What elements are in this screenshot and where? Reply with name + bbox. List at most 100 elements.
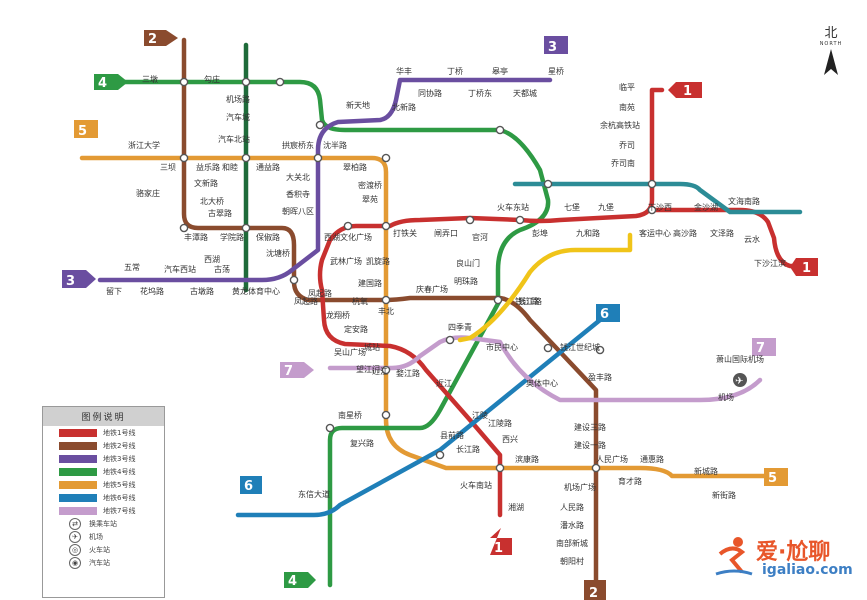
svg-text:✈: ✈ (735, 376, 743, 387)
station-label: 龙翔桥 (326, 310, 350, 320)
station-label: 余杭高铁站 (600, 120, 640, 130)
station-label: 乔司南 (611, 158, 635, 168)
station-label: 湘湖 (508, 502, 524, 512)
station-label: 九堡 (598, 202, 614, 212)
station-label: 通惠路 (640, 454, 664, 464)
station-label: 南部新城 (556, 538, 588, 548)
station-label: 南苑 (619, 102, 635, 112)
station-label: 钱江世纪城 (560, 342, 600, 352)
legend-swatch (59, 493, 97, 502)
station-label: 汽车城 (226, 112, 250, 122)
legend-line-item: 地铁5号线 (43, 478, 164, 491)
transfer-station-marker (381, 295, 391, 305)
svg-text:1: 1 (683, 84, 692, 99)
legend-icon-label: 换乘车站 (89, 519, 117, 528)
station-label: 火车东站 (497, 202, 529, 212)
station-label: 盈丰路 (588, 372, 612, 382)
line-flag-3-west: 3 (62, 270, 96, 289)
transfer-station-marker (179, 153, 189, 163)
station-label: 古墩路 (190, 286, 214, 296)
watermark-en: igaliao.com (762, 562, 853, 578)
station-label: 同协路 (418, 88, 442, 98)
station-label: 文新路 (194, 178, 218, 188)
transfer-station-marker (435, 450, 445, 460)
transfer-station-marker (343, 221, 353, 231)
line-1-track (317, 87, 665, 518)
station-label: 拱宸桥东 (282, 140, 314, 150)
legend-icon-item: ⇄ 换乘车站 (43, 517, 164, 530)
station-label: 县前路 (440, 430, 464, 440)
transfer-station-marker (289, 275, 299, 285)
map-legend: 图例说明 地铁1号线地铁2号线地铁3号线地铁4号线地铁5号线地铁6号线地铁7号线… (42, 406, 165, 598)
station-label: 明珠路 (454, 276, 478, 286)
legend-swatch (59, 467, 97, 476)
svg-text:7: 7 (756, 341, 765, 356)
station-label: 庆春广场 (416, 284, 448, 294)
legend-swatch (59, 428, 97, 437)
transfer-station-marker (515, 215, 525, 225)
svg-text:3: 3 (548, 40, 557, 55)
yellow-extension-track (457, 232, 633, 343)
station-label: 人民广场 (596, 454, 628, 464)
station-label: 建设三路 (574, 422, 606, 432)
station-label: 九和路 (576, 228, 600, 238)
legend-line-item: 地铁7号线 (43, 504, 164, 517)
station-label: 人民路 (560, 502, 584, 512)
station-label: 五常 (124, 263, 140, 272)
station-label: 黄龙体育中心 (232, 286, 280, 296)
station-label: 近江 (436, 378, 452, 388)
line-1-track-east (649, 207, 799, 269)
station-label: 城站 (364, 342, 380, 352)
station-label: 星桥 (548, 66, 564, 76)
transfer-station-marker (313, 153, 323, 163)
legend-line-label: 地铁6号线 (103, 493, 136, 502)
station-label: 打铁关 (393, 228, 417, 238)
station-label: 机场路 (226, 94, 250, 104)
legend-icon-label: 机场 (89, 532, 103, 541)
station-label: 下沙江滨 (754, 258, 786, 268)
transfer-station-marker (381, 221, 391, 231)
transfer-station-marker (647, 205, 657, 215)
station-label: 市民中心 (486, 342, 518, 352)
station-label: 钱江路 (515, 296, 539, 306)
legend-icon-item: ✈机场 (43, 530, 164, 543)
station-label: 通益路 (256, 162, 280, 172)
line-flag-6-west: 6 (240, 476, 262, 494)
legend-icon-label: 火车站 (89, 545, 110, 554)
transfer-station-marker (495, 463, 505, 473)
transfer-station-marker (591, 463, 601, 473)
transfer-station-marker (647, 179, 657, 189)
legend-line-item: 地铁2号线 (43, 439, 164, 452)
station-label: 丁桥 (447, 66, 463, 76)
teal-extension-track (512, 181, 803, 215)
transfer-station-marker (543, 343, 553, 353)
station-label: 三墩 (142, 74, 158, 84)
line-flag-4-north: 4 (94, 74, 128, 91)
station-label: 彭埠 (532, 228, 548, 238)
station-label: 下沙西 (648, 203, 672, 212)
legend-line-label: 地铁4号线 (103, 467, 136, 476)
north-arrow-icon (824, 49, 838, 75)
station-label: 沈半路 (323, 140, 347, 150)
station-label: 北新路 (392, 102, 416, 112)
station-label: 汽车北站 (218, 134, 250, 144)
transfer-icon: ⇄ (69, 517, 81, 530)
station-label: 汽车西站 (164, 264, 196, 274)
station-label: 杭氧 (352, 296, 368, 306)
transfer-station-marker (381, 365, 391, 375)
station-label: 建国路 (358, 278, 382, 288)
line-5-track (79, 155, 767, 479)
line-3-track (97, 77, 553, 283)
svg-text:5: 5 (78, 124, 87, 139)
station-label: 凤起路 (308, 288, 332, 298)
station-label: 香积寺 (286, 189, 310, 199)
line-flag-2-north: 2 (144, 30, 178, 47)
station-label: 官河 (472, 232, 488, 242)
line-flag-5-west: 5 (74, 120, 98, 139)
station-label: 华丰 (396, 66, 412, 76)
svg-text:6: 6 (244, 479, 253, 494)
station-label: 新天地 (346, 100, 370, 110)
station-label: 西兴 (502, 435, 518, 444)
station-label: 凯旋路 (366, 256, 390, 266)
